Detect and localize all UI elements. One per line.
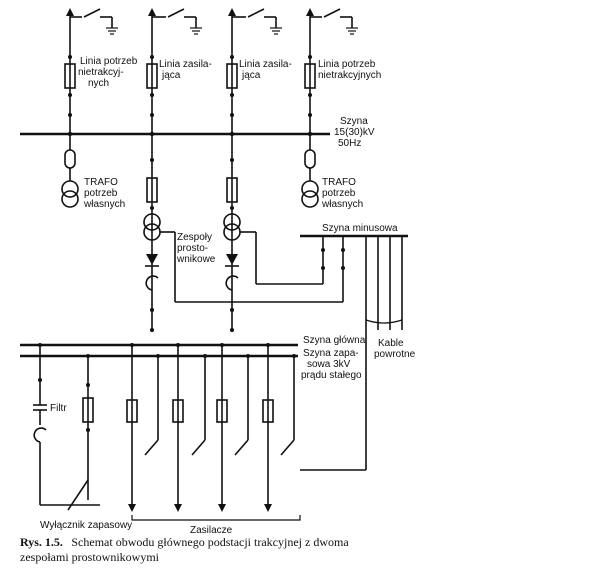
- filter: [33, 343, 47, 505]
- label-trafo-left: TRAFO potrzeb własnych: [83, 177, 125, 210]
- rectifier-set-2: [223, 134, 323, 332]
- zasilacze-brace: [131, 515, 301, 521]
- label-linia-nietrakcyjne-right: Linia potrzeb nietrakcyjnych: [318, 59, 381, 81]
- feeder-nontraction-left: [64, 8, 118, 137]
- figure-caption-line1: Rys. 1.5. Schemat obwodu głównego podsta…: [20, 533, 349, 550]
- label-zespoly: Zespoły prosto- wnikowe: [176, 232, 216, 265]
- reserve-breaker: [67, 354, 94, 511]
- label-szyna-minusowa: Szyna minusowa: [322, 223, 398, 234]
- trafo-left: [61, 134, 79, 208]
- label-szyna-glowna: Szyna główna: [303, 335, 366, 346]
- label-wylacznik-zapasowy: Wyłącznik zapasowy: [40, 520, 132, 531]
- label-filtr: Filtr: [50, 403, 67, 414]
- feeder-2: [172, 343, 207, 512]
- label-szyna-15kv: Szyna 15(30)kV 50Hz: [334, 116, 377, 149]
- label-szyna-zapasowa: Szyna zapa- sowa 3kV prądu stałego: [301, 348, 362, 381]
- label-linia-nietrakcyjne-left: Linia potrzeb nietrakcyj- nych: [78, 56, 140, 89]
- label-trafo-right: TRAFO potrzeb własnych: [321, 177, 363, 210]
- feeder-1: [126, 343, 160, 512]
- label-zasilacze: Zasilacze: [190, 525, 233, 536]
- figure-caption-line2: zespołami prostownikowymi: [20, 550, 160, 564]
- feeder-3: [216, 343, 250, 512]
- rectifier-set-1: [143, 134, 343, 332]
- trafo-right: [301, 134, 319, 208]
- label-kable-powrotne: Kable powrotne: [374, 338, 416, 360]
- feeder-4: [262, 343, 296, 512]
- feeder-nontraction-right: [304, 8, 358, 137]
- label-linia-zasilajaca-1: Linia zasila- jąca: [159, 59, 215, 81]
- negative-bus: [300, 234, 408, 470]
- feeder-supply-1: [146, 8, 202, 137]
- label-linia-zasilajaca-2: Linia zasila- jąca: [239, 59, 295, 81]
